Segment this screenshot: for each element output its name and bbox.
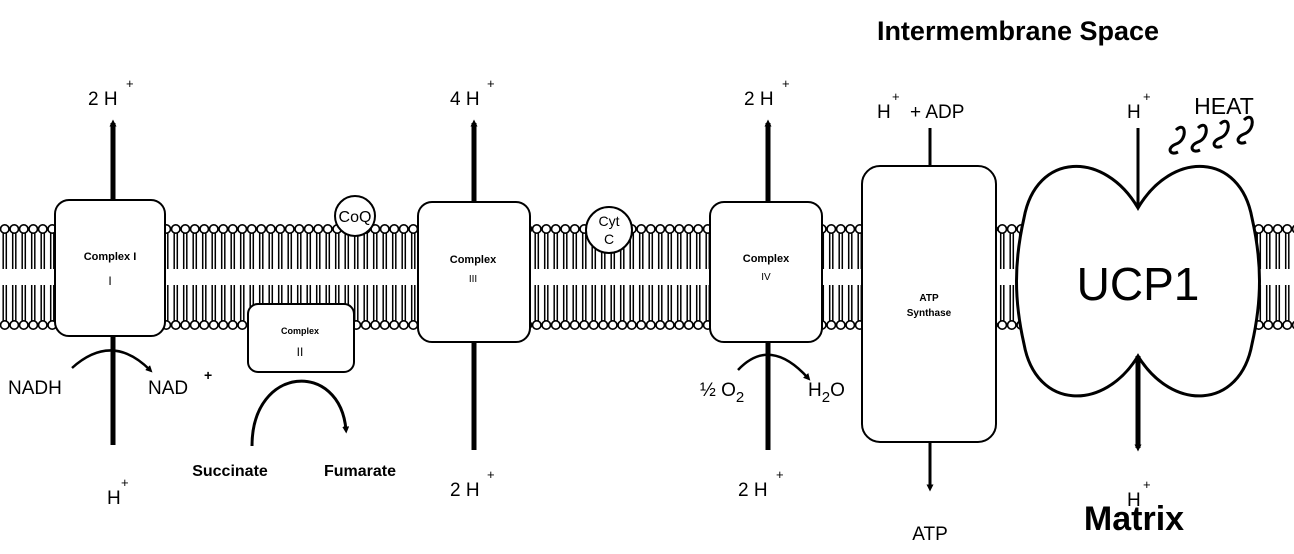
cyt-label: Cyt <box>599 213 620 229</box>
water-label: H2O <box>808 380 845 406</box>
complex-3 <box>418 202 530 342</box>
water-subscript: 2 <box>822 389 830 406</box>
nad-label: NAD <box>148 378 188 399</box>
ucp1-out-proton: H <box>1127 490 1141 511</box>
atp-synthase <box>862 166 996 442</box>
nadh-label: NADH <box>8 378 62 399</box>
adp-proton-charge: + <box>892 89 900 104</box>
nad-charge: + <box>204 367 212 383</box>
complex-2-name: Complex <box>281 326 319 336</box>
complex-4-numeral: IV <box>761 272 771 283</box>
atp-synthase-name: ATP <box>919 293 939 304</box>
ucp1-in-charge: + <box>1143 89 1151 104</box>
ucp1-out-charge: + <box>1143 477 1151 492</box>
succinate-label: Succinate <box>192 463 268 480</box>
complex-3-name: Complex <box>450 254 497 266</box>
complex1-out-charge: + <box>126 76 134 91</box>
fumarate-label: Fumarate <box>324 463 396 480</box>
oxygen-arrow <box>738 355 808 378</box>
complex1-out-protons: 2 H <box>88 89 118 110</box>
heat-label: HEAT <box>1194 93 1254 119</box>
oxygen-label: ½ O2 <box>700 380 744 406</box>
ucp1-label: UCP1 <box>1077 258 1200 310</box>
intermembrane-space-label: Intermembrane Space <box>877 16 1159 46</box>
complex4-out-protons: 2 H <box>744 89 774 110</box>
succinate-arrow <box>252 381 346 446</box>
complex3-in-charge: + <box>487 467 495 482</box>
atp-label: ATP <box>912 524 948 545</box>
complex-1-name: Complex I <box>84 251 137 263</box>
complex3-out-protons: 4 H <box>450 89 480 110</box>
atp-synthase-subname: Synthase <box>907 308 952 319</box>
coq-label: CoQ <box>339 209 372 226</box>
complex3-out-charge: + <box>487 76 495 91</box>
complex-4-name: Complex <box>743 253 790 265</box>
complex4-in-protons: 2 H <box>738 480 768 501</box>
ucp1-in-proton: H <box>1127 102 1141 123</box>
complex-2-numeral: II <box>297 345 304 359</box>
complex-1 <box>55 200 165 336</box>
adp-proton: H <box>877 102 891 123</box>
complex-1-numeral: I <box>108 274 111 288</box>
heat-wave-icon <box>1170 117 1252 153</box>
complex1-in-charge: + <box>121 475 129 490</box>
complex3-in-protons: 2 H <box>450 480 480 501</box>
complex-2 <box>248 304 354 372</box>
complex-3-numeral: III <box>469 274 477 285</box>
complex4-in-charge: + <box>776 467 784 482</box>
complex1-in-proton: H <box>107 488 121 509</box>
adp-label: + ADP <box>910 102 964 123</box>
c-label: C <box>604 231 614 247</box>
complex4-out-charge: + <box>782 76 790 91</box>
oxygen-subscript: 2 <box>736 389 744 406</box>
